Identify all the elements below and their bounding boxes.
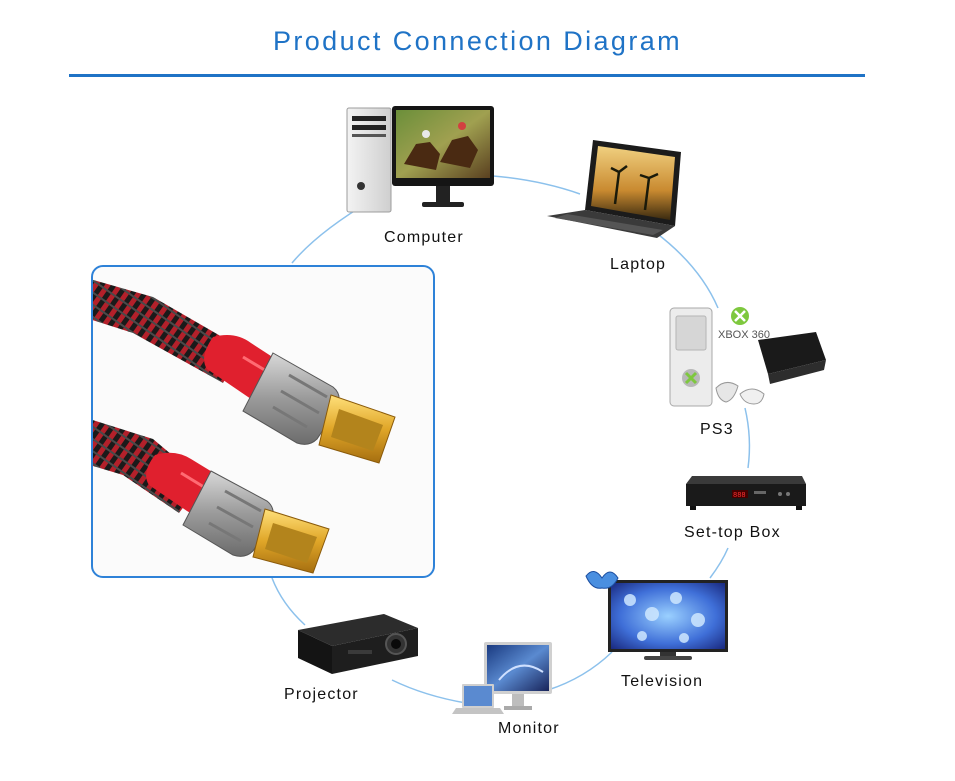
laptop-image: [545, 138, 683, 238]
arc-projector-to-cable: [271, 577, 306, 626]
hdmi-cable-image: [93, 279, 396, 574]
ps3-label: PS3: [700, 421, 734, 438]
computer-label: Computer: [384, 229, 464, 246]
arc-ps3-to-settop: [744, 407, 751, 469]
laptop-label: Laptop: [610, 256, 667, 273]
monitor-image: [444, 640, 556, 720]
arc-computer-to-laptop: [492, 175, 581, 195]
television-image: [580, 566, 732, 662]
diagram-title: Product Connection Diagram: [272, 26, 683, 56]
settop-box-label: Set-top Box: [684, 524, 781, 541]
projector-image: [292, 610, 420, 678]
arc-tv-to-monitor: [547, 651, 613, 691]
arc-monitor-to-projector: [391, 679, 467, 704]
arc-settop-to-tv: [709, 547, 729, 579]
game-consoles-image: XBOX 360: [666, 302, 828, 410]
arc-laptop-to-ps3: [654, 231, 719, 309]
settop-box-image: 888: [684, 474, 808, 514]
svg-text:888: 888: [733, 492, 746, 500]
hdmi-plug-upper: [93, 279, 396, 464]
monitor-label: Monitor: [498, 720, 560, 737]
computer-image: [344, 104, 496, 218]
hdmi-cable-photo-frame: [91, 265, 435, 578]
television-label: Television: [621, 673, 704, 690]
title-underline: [69, 74, 865, 77]
hdmi-plug-lower: [93, 420, 330, 574]
projector-label: Projector: [284, 686, 359, 703]
xbox-logo-text: XBOX 360: [718, 329, 770, 341]
